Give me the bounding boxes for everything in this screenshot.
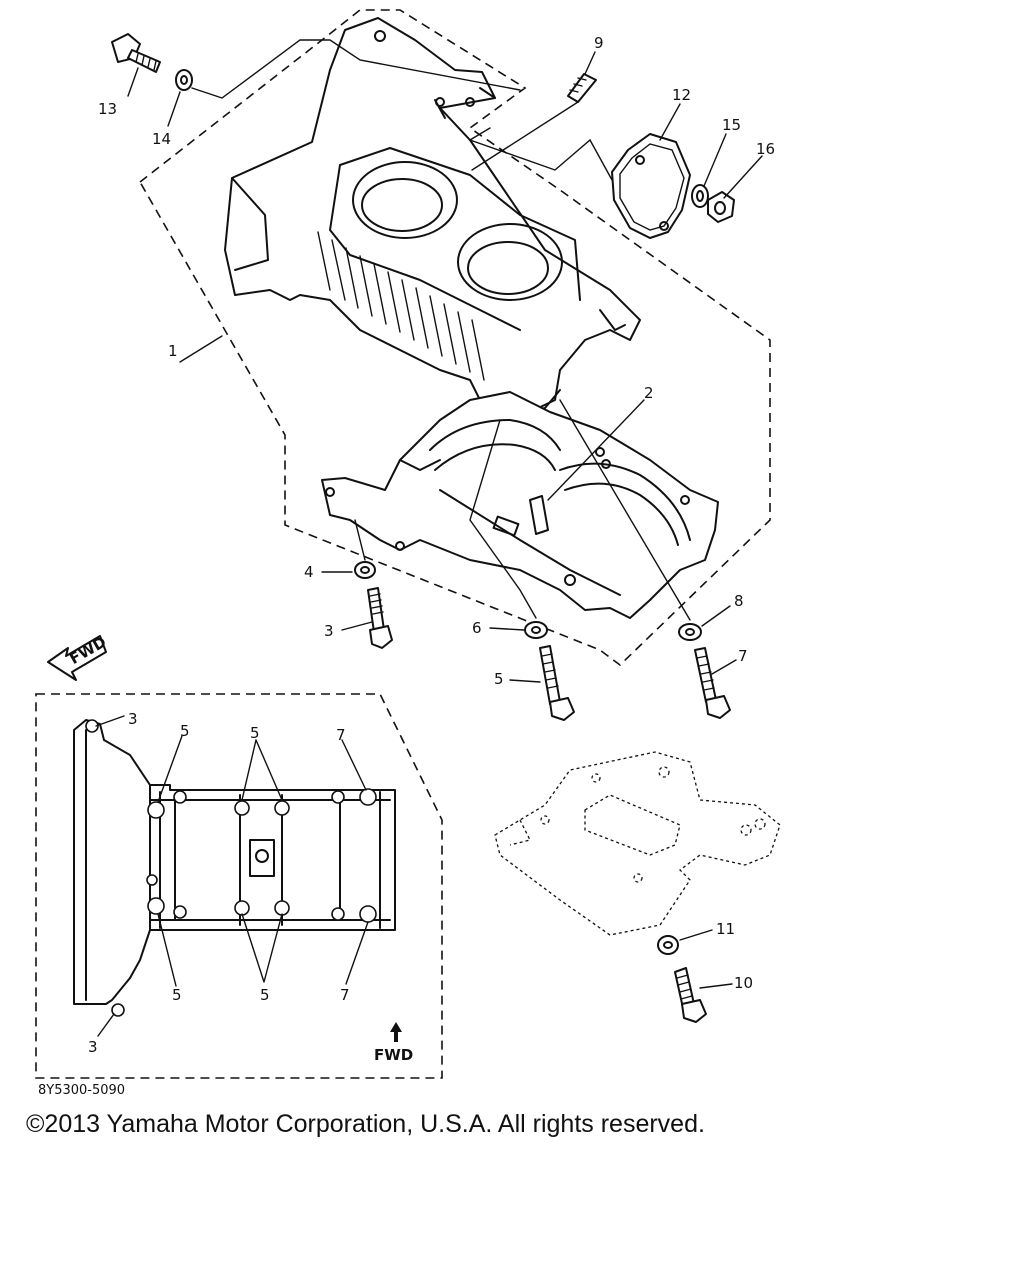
inset-callout-7-bottom: 7 [340, 986, 350, 1004]
washer-15 [691, 184, 709, 208]
inset-callout-7-top: 7 [336, 726, 346, 744]
inset-bottom-view [73, 719, 396, 1017]
bolt-3 [367, 587, 393, 649]
bolt-5 [539, 645, 575, 721]
washer-8 [678, 623, 702, 641]
inset-callout-5-top-left: 5 [180, 722, 190, 740]
callout-15: 15 [722, 116, 741, 134]
washer-6 [524, 621, 548, 639]
inset-callout-5-bottom-left: 5 [172, 986, 182, 1004]
callout-8: 8 [734, 592, 744, 610]
fwd-arrow-main: FWD [47, 633, 109, 681]
stud-9 [567, 73, 597, 103]
callout-1: 1 [168, 342, 178, 360]
figure-code: 8Y5300-5090 [38, 1083, 125, 1098]
washer-4 [354, 561, 376, 579]
callout-6: 6 [472, 619, 482, 637]
washer-14 [175, 69, 193, 91]
callout-5: 5 [494, 670, 504, 688]
callout-12: 12 [672, 86, 691, 104]
inset-callout-3-bottom: 3 [88, 1038, 98, 1056]
callout-11: 11 [716, 920, 735, 938]
callout-16: 16 [756, 140, 775, 158]
callout-10: 10 [734, 974, 753, 992]
lower-crankcase [321, 391, 719, 619]
upper-crankcase [224, 17, 641, 413]
inset-callout-5-top-mid: 5 [250, 724, 260, 742]
inset-boundary [35, 693, 443, 1079]
washer-11 [657, 935, 679, 955]
bolt-13 [111, 33, 161, 73]
bolt-7 [694, 647, 731, 719]
callout-leaders [127, 39, 763, 989]
callout-4: 4 [304, 563, 314, 581]
nut-16 [707, 191, 735, 223]
copyright-notice: ©2013 Yamaha Motor Corporation, U.S.A. A… [26, 1110, 705, 1138]
callout-7: 7 [738, 647, 748, 665]
callout-2: 2 [644, 384, 654, 402]
cover-12 [611, 133, 691, 239]
callout-9: 9 [594, 34, 604, 52]
engine-mount-bracket [494, 751, 781, 936]
inset-callout-5-bottom-mid: 5 [260, 986, 270, 1004]
callout-3: 3 [324, 622, 334, 640]
svg-text:FWD: FWD [374, 1046, 413, 1064]
assembly-boundary [138, 9, 771, 667]
inset-callout-3-top: 3 [128, 710, 138, 728]
callout-14: 14 [152, 130, 171, 148]
callout-13: 13 [98, 100, 117, 118]
inset-callout-leaders [95, 715, 369, 1037]
fwd-arrow-inset: FWD [374, 1022, 413, 1064]
bolt-10 [674, 967, 707, 1023]
